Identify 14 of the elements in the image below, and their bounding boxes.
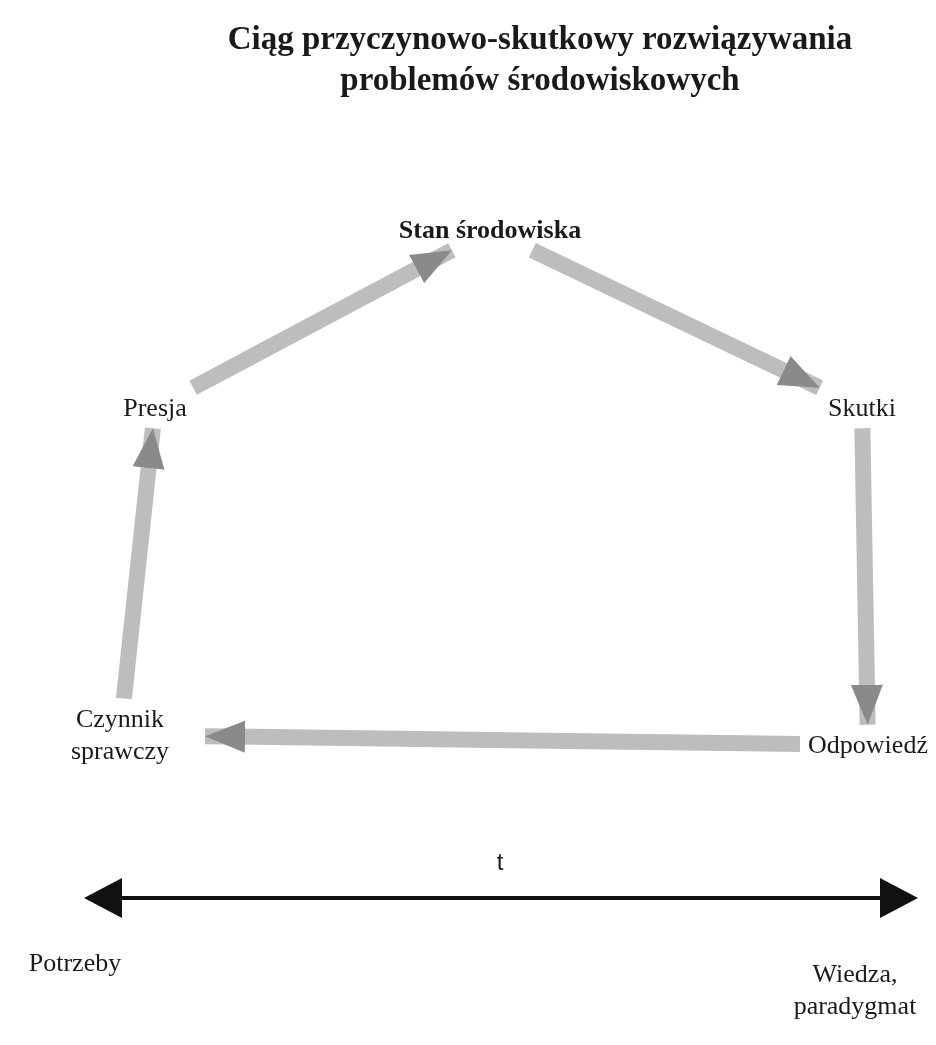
block-arrow bbox=[528, 243, 824, 395]
block-arrow bbox=[115, 427, 165, 700]
node-label: Stan środowiska bbox=[395, 209, 585, 251]
node-label: Czynnik sprawczy bbox=[35, 698, 205, 772]
block-arrow bbox=[204, 720, 801, 753]
endpoint-label: Potrzeby bbox=[27, 946, 123, 979]
block-arrow bbox=[850, 428, 883, 725]
title: Ciąg przyczynowo-skutkowy rozwiązywania problemów środowiskowych bbox=[226, 19, 854, 100]
node-label: Presja bbox=[105, 387, 205, 429]
node-label: Odpowiedź bbox=[800, 724, 936, 766]
node-label: Skutki bbox=[807, 387, 917, 429]
block-arrow bbox=[189, 243, 456, 395]
axis-label: t bbox=[495, 847, 505, 877]
endpoint-label: Wiedza, paradygmat bbox=[792, 957, 918, 1022]
